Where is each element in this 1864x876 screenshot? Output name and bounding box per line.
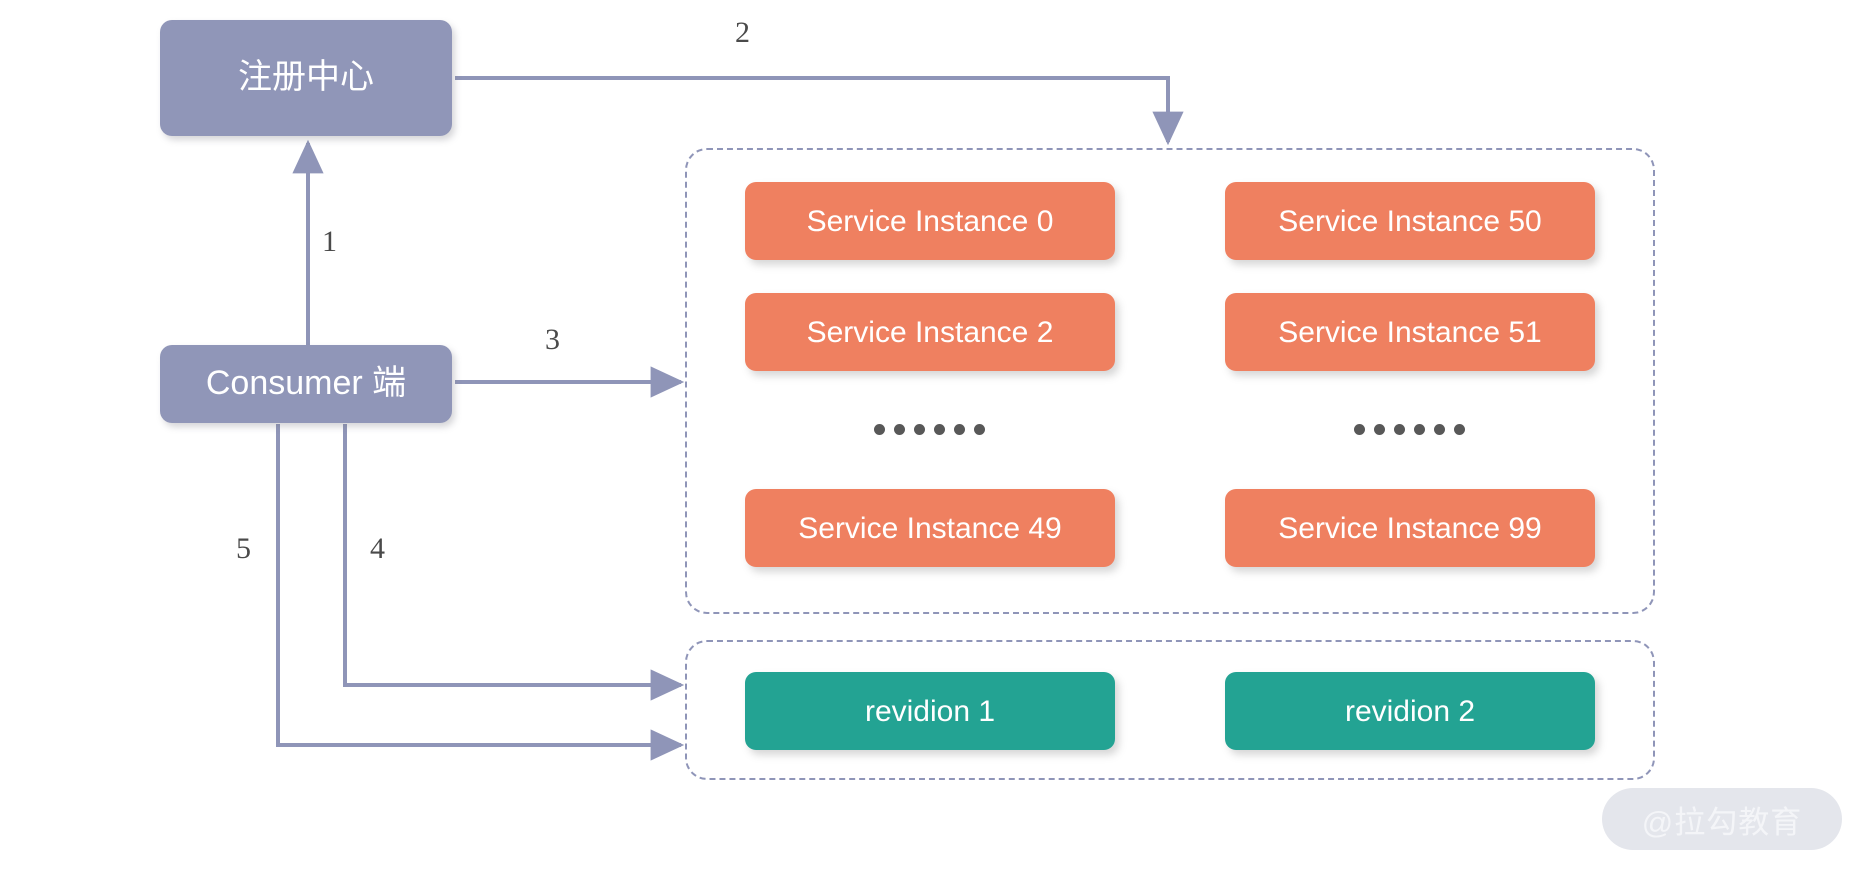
edge-5-consumer-to-revisions <box>276 424 685 761</box>
ellipsis-left-column <box>874 424 985 435</box>
registry-node[interactable]: 注册中心 <box>160 20 452 136</box>
revision-label: revidion 2 <box>1344 694 1476 728</box>
revision-card[interactable]: revidion 2 <box>1225 672 1595 750</box>
service-instance-card[interactable]: Service Instance 51 <box>1225 293 1595 371</box>
consumer-node-label: Consumer 端 <box>205 364 407 403</box>
service-instance-label: Service Instance 50 <box>1278 204 1542 238</box>
service-instance-card[interactable]: Service Instance 99 <box>1225 489 1595 567</box>
revision-group <box>685 640 1655 780</box>
edge-label-3: 3 <box>545 323 560 356</box>
ellipsis-dot <box>1454 424 1465 435</box>
registry-node-label: 注册中心 <box>238 58 374 97</box>
service-instance-label: Service Instance 49 <box>798 511 1062 545</box>
ellipsis-dot <box>914 424 925 435</box>
ellipsis-dot <box>1374 424 1385 435</box>
service-instance-group <box>685 148 1655 614</box>
ellipsis-dot <box>1394 424 1405 435</box>
ellipsis-dot <box>1434 424 1445 435</box>
revision-card[interactable]: revidion 1 <box>745 672 1115 750</box>
edge-label-2: 2 <box>735 16 750 49</box>
ellipsis-dot <box>894 424 905 435</box>
service-instance-label: Service Instance 51 <box>1278 315 1542 349</box>
ellipsis-dot <box>874 424 885 435</box>
service-instance-card[interactable]: Service Instance 50 <box>1225 182 1595 260</box>
ellipsis-right-column <box>1354 424 1465 435</box>
consumer-node[interactable]: Consumer 端 <box>160 345 452 423</box>
service-instance-card[interactable]: Service Instance 49 <box>745 489 1115 567</box>
edge-2-registry-to-instances <box>455 76 1184 146</box>
ellipsis-dot <box>1414 424 1425 435</box>
revision-label: revidion 1 <box>864 694 996 728</box>
ellipsis-dot <box>954 424 965 435</box>
edge-label-5: 5 <box>236 532 251 565</box>
service-instance-label: Service Instance 2 <box>806 315 1054 349</box>
ellipsis-dot <box>974 424 985 435</box>
service-instance-label: Service Instance 0 <box>806 204 1054 238</box>
edge-label-1: 1 <box>322 225 337 258</box>
ellipsis-dot <box>1354 424 1365 435</box>
service-instance-card[interactable]: Service Instance 2 <box>745 293 1115 371</box>
edge-4-consumer-to-revisions <box>343 424 685 701</box>
edge-label-4: 4 <box>370 532 385 565</box>
ellipsis-dot <box>934 424 945 435</box>
service-instance-label: Service Instance 99 <box>1278 511 1542 545</box>
watermark: @拉勾教育 <box>1602 788 1842 850</box>
service-instance-card[interactable]: Service Instance 0 <box>745 182 1115 260</box>
